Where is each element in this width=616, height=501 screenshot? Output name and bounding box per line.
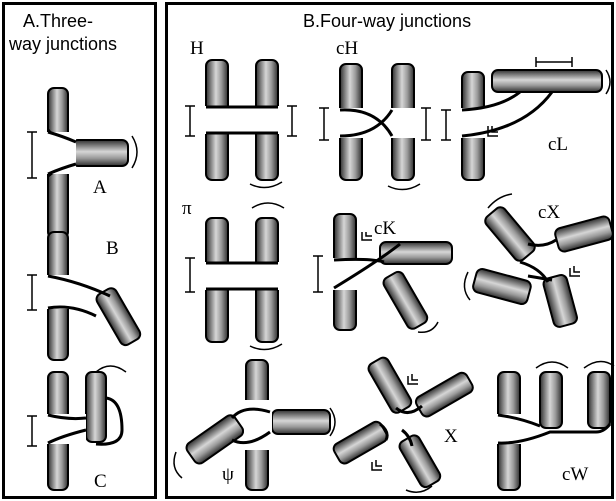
junction-pi <box>185 202 285 351</box>
panel-a-title-line2: way junctions <box>9 34 118 54</box>
label-ck: cK <box>374 218 396 239</box>
label-h: H <box>190 38 204 59</box>
junction-h <box>185 59 297 189</box>
junction-b <box>27 231 142 361</box>
junction-ck <box>313 213 453 334</box>
label-b: B <box>106 238 119 259</box>
junction-ch <box>319 63 431 191</box>
junction-cx <box>463 193 614 328</box>
label-c: C <box>94 471 107 492</box>
label-a: A <box>93 177 107 198</box>
junction-a <box>27 87 138 239</box>
label-cl: cL <box>548 134 568 155</box>
junction-cl <box>441 57 611 181</box>
junction-c <box>27 365 127 491</box>
label-cx: cX <box>538 202 560 223</box>
panel-b-title: B.Four-way junctions <box>303 11 472 31</box>
junction-x <box>332 356 474 493</box>
label-cw: cW <box>562 464 588 485</box>
junction-cw <box>496 360 615 491</box>
junction-psi <box>173 359 336 491</box>
panel-a-title-line1: A.Three- <box>23 11 94 31</box>
label-psi: ψ <box>222 464 234 485</box>
label-x: X <box>444 426 458 447</box>
label-ch: cH <box>336 38 358 59</box>
label-pi: π <box>182 198 192 219</box>
